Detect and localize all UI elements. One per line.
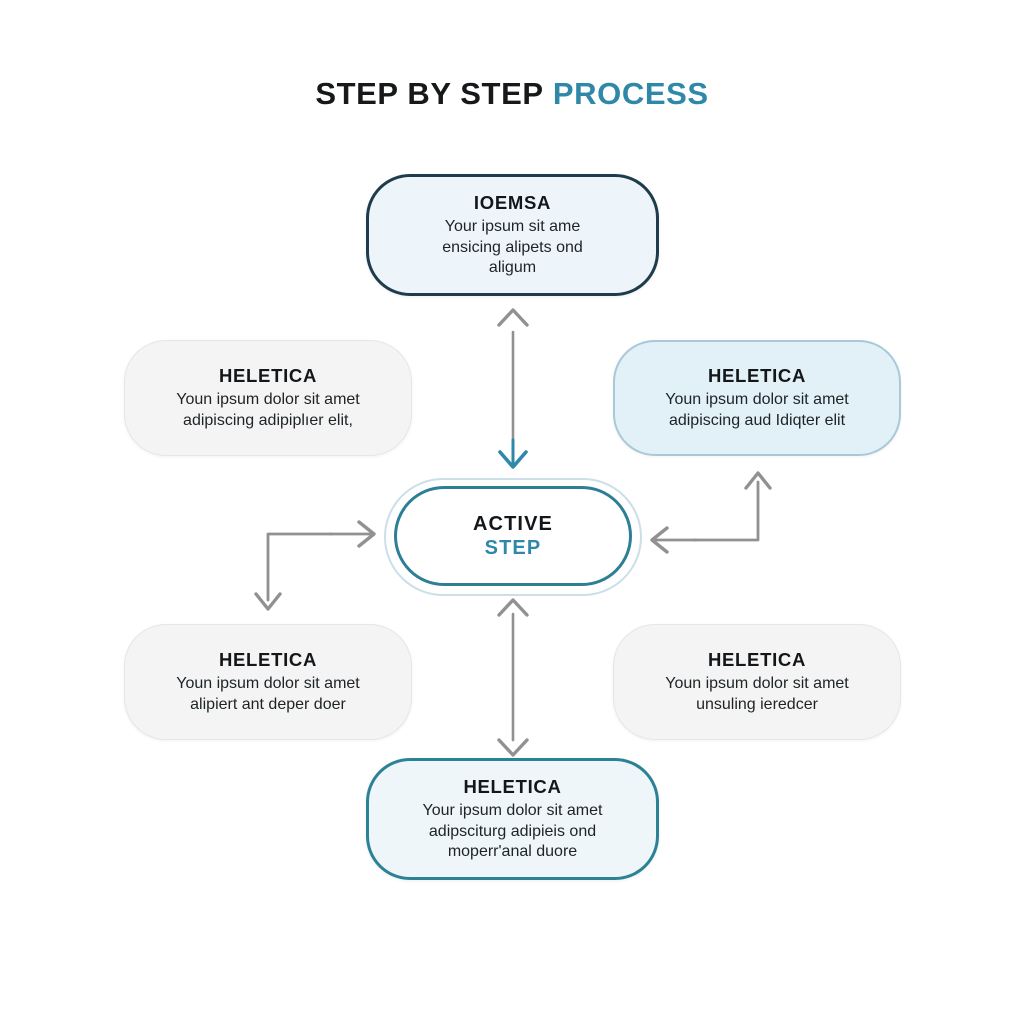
connector-left-inbound-arrowhead: [357, 520, 376, 548]
node-top-body-line: ensicing alipets ond: [442, 238, 583, 256]
page-title: STEP BY STEP PROCESS: [0, 76, 1024, 112]
node-right-middle-body-line: Youn ipsum dolor sit amet: [665, 391, 849, 409]
page-title-dark: STEP BY STEP: [315, 76, 544, 111]
connector-top-down-arrowhead: [498, 450, 528, 469]
node-right-bottom-body-line: Youn ipsum dolor sit amet: [665, 675, 849, 693]
node-top[interactable]: IOEMSA Your ipsum sit ame ensicing alipe…: [366, 174, 659, 296]
node-left-middle-body: Youn ipsum dolor sit amet adipiscing adi…: [176, 390, 360, 432]
node-left-middle-body-line: Youn ipsum dolor sit amet: [176, 391, 360, 409]
node-top-heading: IOEMSA: [473, 191, 552, 213]
connector-top-up-arrowhead: [497, 308, 529, 327]
node-right-bottom-heading: HELETICA: [707, 649, 807, 671]
node-right-bottom[interactable]: HELETICA Youn ipsum dolor sit amet unsul…: [613, 624, 901, 740]
node-left-bottom-body-line: Youn ipsum dolor sit amet: [176, 675, 360, 693]
node-left-middle-body-line: adipiscing adipiplıer elit,: [183, 412, 353, 430]
node-left-bottom-heading: HELETICA: [218, 649, 318, 671]
node-right-middle-body: Youn ipsum dolor sit amet adipiscing aud…: [665, 390, 849, 432]
node-right-middle-body-line: adipiscing aud Idiqter elit: [668, 412, 846, 430]
node-right-middle-heading: HELETICA: [707, 365, 807, 387]
node-top-body-line: Your ipsum sit ame: [444, 217, 581, 235]
node-right-bottom-body-line: unsuling ieredcer: [696, 696, 818, 714]
node-top-body-line: aligum: [488, 259, 537, 277]
connector-bottom-down-arrowhead: [497, 738, 529, 757]
node-bottom-body-line: moperr'anal duore: [447, 843, 578, 861]
connector-right-inbound-arrowhead: [650, 526, 669, 554]
node-left-bottom[interactable]: HELETICA Youn ipsum dolor sit amet alipi…: [124, 624, 412, 740]
node-left-bottom-body: Youn ipsum dolor sit amet alipiert ant d…: [176, 674, 360, 716]
node-right-middle[interactable]: HELETICA Youn ipsum dolor sit amet adipi…: [613, 340, 901, 456]
node-bottom-body-line: adipsciturg adipieis ond: [428, 822, 597, 840]
node-bottom-body: Your ipsum dolor sit amet adipsciturg ad…: [423, 801, 603, 863]
page-title-accent: PROCESS: [552, 76, 709, 111]
node-right-bottom-body: Youn ipsum dolor sit amet unsuling iered…: [665, 674, 849, 716]
node-bottom-body-line: Your ipsum dolor sit amet: [422, 801, 603, 819]
node-left-bottom-body-line: alipiert ant deper doer: [190, 696, 346, 714]
node-active-step[interactable]: ACTIVE STEP: [394, 486, 632, 586]
node-top-body: Your ipsum sit ame ensicing alipets ond …: [442, 217, 583, 279]
connector-bottom-up-arrowhead: [497, 598, 529, 617]
node-bottom[interactable]: HELETICA Your ipsum dolor sit amet adips…: [366, 758, 659, 880]
active-step-label-primary: ACTIVE: [473, 513, 553, 535]
node-left-middle[interactable]: HELETICA Youn ipsum dolor sit amet adipi…: [124, 340, 412, 456]
connector-left-elbow-arrowhead: [254, 592, 282, 611]
node-left-middle-heading: HELETICA: [218, 365, 318, 387]
active-step-label-secondary: STEP: [484, 537, 542, 559]
node-bottom-heading: HELETICA: [463, 775, 562, 797]
connector-left-elbow: [266, 532, 334, 602]
connector-right-elbow-arrowhead: [744, 471, 772, 490]
connector-right-elbow: [692, 480, 760, 542]
